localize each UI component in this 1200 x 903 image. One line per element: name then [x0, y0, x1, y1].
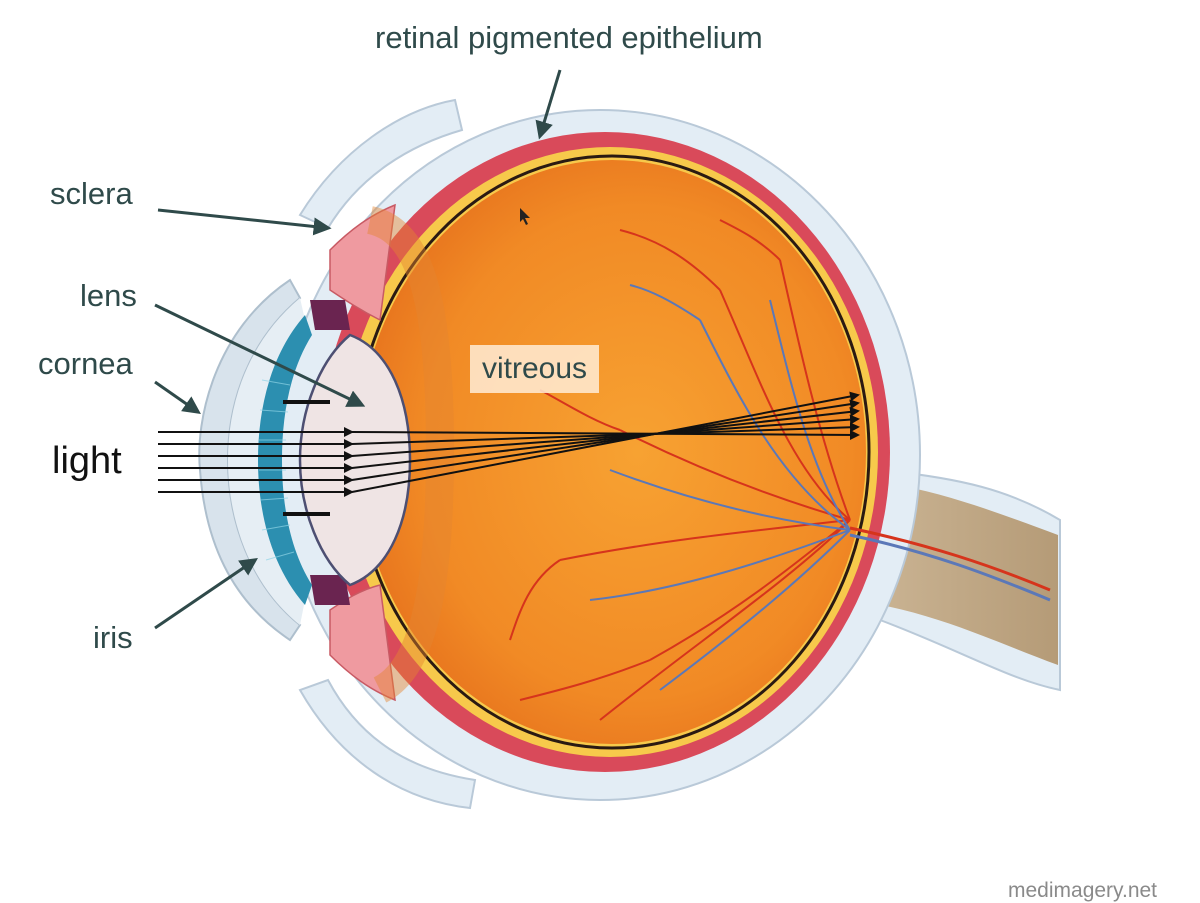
light-ray-refracted: [351, 414, 860, 457]
light-ray-refracted: [351, 406, 860, 469]
label-sclera: sclera: [50, 176, 133, 211]
retinal-vessels-blue: [589, 284, 851, 691]
light-ray-refracted: [351, 429, 860, 440]
label-cornea: cornea: [38, 346, 133, 381]
iris-posterior-lower: [310, 575, 350, 605]
leader-sclera: [157, 208, 332, 236]
cursor-icon: [520, 208, 530, 225]
aqueous-chamber: [228, 298, 305, 625]
label-iris: iris: [93, 620, 133, 655]
label-vitreous: vitreous: [470, 345, 600, 393]
label-light: light: [52, 440, 122, 482]
vitreous-body: [358, 160, 866, 744]
leader-iris: [154, 557, 258, 630]
label-lens: lens: [80, 278, 137, 313]
lens: [298, 333, 412, 587]
ciliary-body: [329, 203, 396, 322]
iris-posterior: [310, 300, 350, 330]
retinal-vessels-red: [509, 219, 851, 721]
sclera-front-lower: [298, 678, 477, 810]
light-ray-refracted: [351, 399, 860, 481]
light-ray-refracted: [351, 391, 860, 493]
light-ray-refracted: [351, 422, 860, 445]
sclera-front-upper: [298, 98, 464, 230]
leader-lens: [154, 303, 366, 407]
credit-text: medimagery.net: [1008, 879, 1158, 902]
leader-rpe: [535, 69, 562, 140]
label-retinal-pigmented-epithelium: retinal pigmented epithelium: [375, 20, 763, 55]
optic-nerve-vessels: [849, 526, 1051, 602]
iris-striations: [259, 379, 295, 561]
light-rays: [158, 391, 860, 497]
iris: [258, 315, 312, 605]
leader-cornea: [154, 380, 201, 415]
